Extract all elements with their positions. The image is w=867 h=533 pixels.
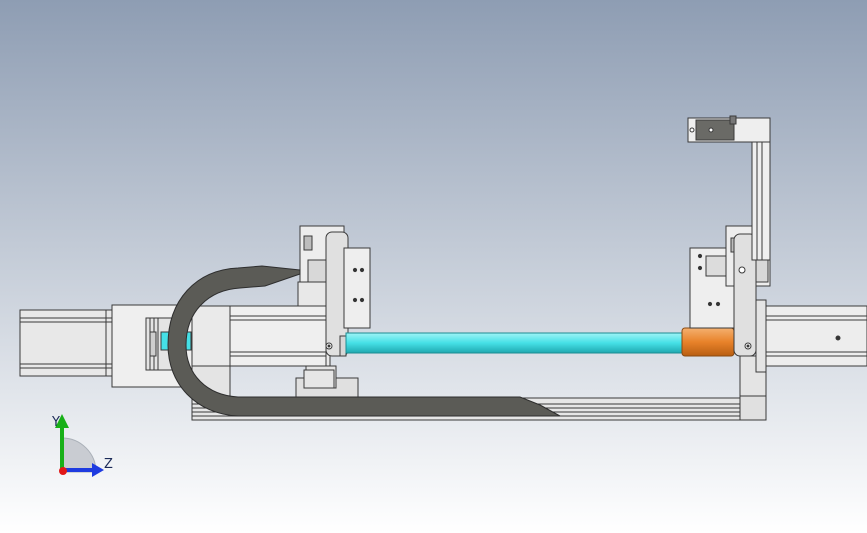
shaft-rod — [345, 332, 685, 354]
left-motor — [19, 304, 193, 388]
coordinate-triad-icon — [55, 414, 104, 477]
triad-y-label: Y — [51, 415, 60, 430]
right-carriage — [689, 225, 771, 397]
right-module — [755, 299, 867, 373]
assembly — [19, 115, 867, 421]
sleeve — [681, 327, 735, 357]
sensor-bracket — [687, 115, 771, 261]
left-carriage — [297, 225, 371, 389]
left-module — [191, 305, 337, 399]
cable-chain — [167, 265, 561, 417]
triad-z-label: Z — [104, 457, 113, 472]
